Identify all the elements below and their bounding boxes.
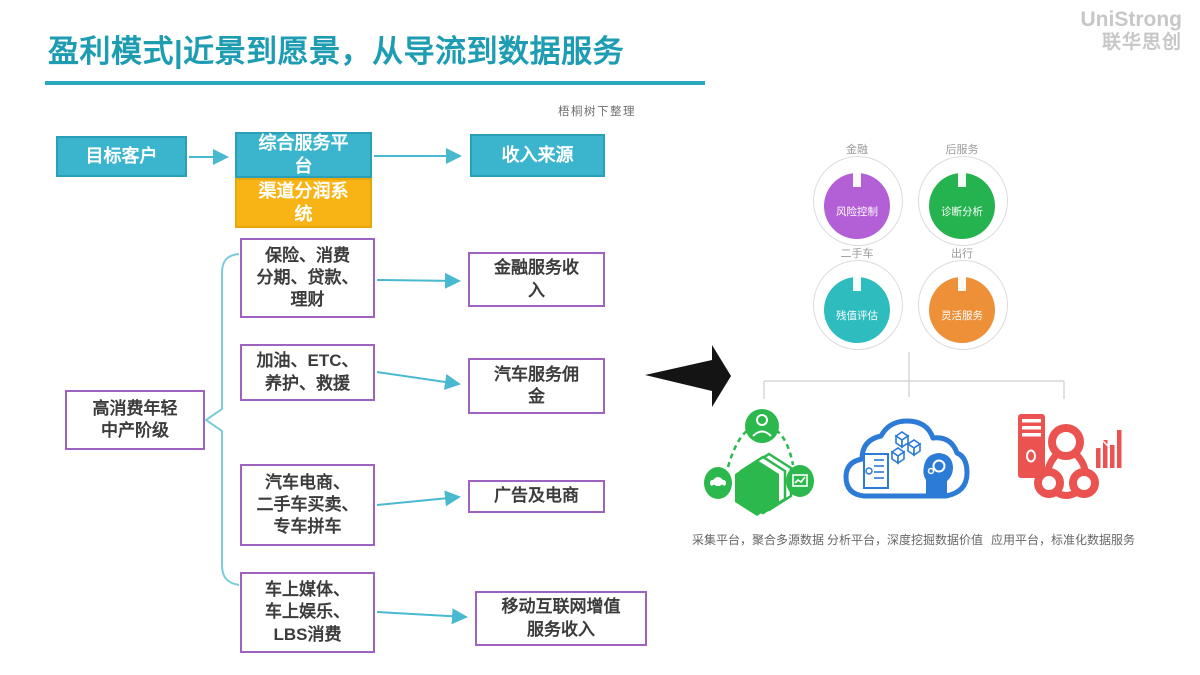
arrow-mobile (376, 608, 468, 625)
logo-text-zh: 联华思创 (1101, 32, 1182, 54)
arrow-ads (376, 490, 461, 507)
circle-label-travel: 出行 (951, 248, 973, 260)
box-income-ads: 广告及电商 (468, 480, 605, 513)
up-arrow-icon (953, 267, 971, 291)
box-service-finance: 保险、消费 分期、贷款、 理财 (240, 238, 375, 318)
arrow-finance (376, 272, 461, 289)
box-income-finance: 金融服务收 入 (468, 252, 605, 307)
box-income-mobile: 移动互联网增值 服务收入 (475, 591, 647, 646)
up-arrow-icon (848, 163, 866, 187)
circle-label-usedcar: 二手车 (840, 248, 874, 260)
company-logo: UniStrong 联华思创 (1081, 8, 1182, 54)
logo-text-en: UniStrong (1080, 8, 1182, 31)
box-service-platform: 综合服务平 台 (235, 132, 372, 178)
box-service-ecommerce: 汽车电商、 二手车买卖、 专车拼车 (240, 464, 375, 546)
collection-icon (704, 409, 814, 516)
box-income-commission: 汽车服务佣 金 (468, 358, 605, 414)
circle-label-finance: 金融 (846, 144, 868, 156)
box-target-customer: 目标客户 (56, 136, 187, 177)
title-divider (45, 81, 705, 85)
bubble-residual-value: 残值评估 (824, 277, 890, 343)
page-title: 盈利模式|近景到愿景，从导流到数据服务 (48, 34, 625, 69)
big-right-arrow-icon (645, 345, 731, 407)
box-service-auto: 加油、ETC、 养护、救援 (240, 344, 375, 401)
credit-text: 梧桐树下整理 (558, 106, 636, 118)
up-arrow-icon (953, 163, 971, 187)
platform-tree-lines (763, 352, 1065, 399)
platform-caption-collection: 采集平台，聚合多源数据 (691, 533, 824, 547)
box-channel-profit-system: 渠道分润系 统 (235, 178, 372, 228)
platform-caption-analysis: 分析平台，深度挖掘数据价值 (826, 533, 983, 547)
bubble-risk-control: 风险控制 (824, 173, 890, 239)
arrow-auto (376, 371, 461, 390)
segment-brace (204, 253, 240, 586)
platform-caption-application: 应用平台，标准化数据服务 (990, 533, 1135, 547)
circle-label-afterservice: 后服务 (945, 144, 979, 156)
up-arrow-icon (848, 267, 866, 291)
box-service-media: 车上媒体、 车上娱乐、 LBS消费 (240, 572, 375, 653)
analysis-cloud-icon (843, 418, 970, 499)
box-income-source: 收入来源 (470, 134, 605, 177)
box-customer-segment: 高消费年轻 中产阶级 (65, 390, 205, 450)
application-icon (1018, 414, 1122, 499)
